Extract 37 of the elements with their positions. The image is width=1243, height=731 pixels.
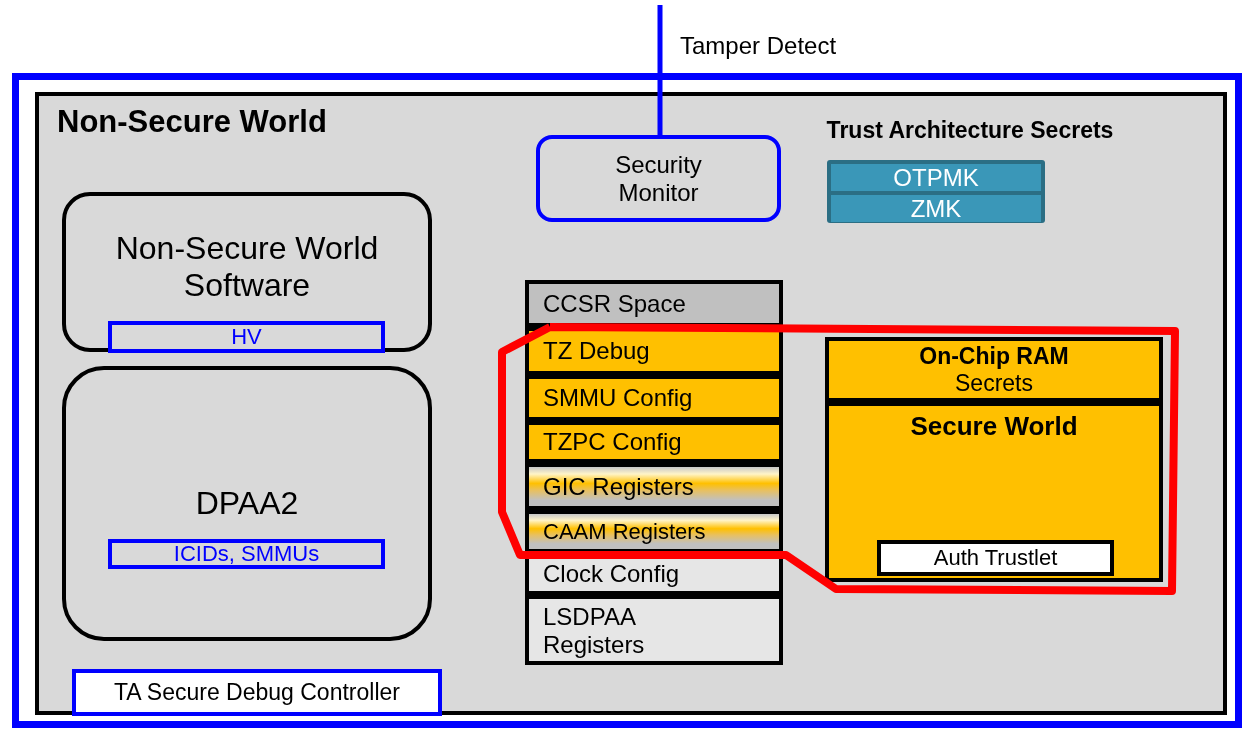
heading: Non-Secure World Software xyxy=(114,230,380,304)
node-label: SMMU Config xyxy=(543,384,694,412)
node-label: LSDPAA Registers xyxy=(543,603,646,659)
signal-line xyxy=(657,5,663,135)
heading: DPAA2 xyxy=(194,485,300,522)
memory-box xyxy=(825,337,1163,402)
register-row xyxy=(525,280,783,327)
node-label: Secrets xyxy=(955,369,1033,396)
node-label: Security Monitor xyxy=(614,150,703,207)
heading: Non-Secure World xyxy=(57,104,328,140)
secure-region xyxy=(825,402,1163,582)
node-label: Clock Config xyxy=(543,560,681,588)
node-label: CAAM Registers xyxy=(543,518,707,545)
register-row xyxy=(525,510,783,553)
heading: On-Chip RAM xyxy=(919,343,1069,370)
key-slot xyxy=(831,195,1041,222)
tag-box xyxy=(108,321,385,353)
tag-box xyxy=(108,539,385,569)
key-slot xyxy=(831,164,1041,191)
hardware-box xyxy=(62,366,432,641)
node-label: OTPMK xyxy=(893,163,979,192)
monitor-box xyxy=(536,135,781,222)
node-label: TZ Debug xyxy=(543,337,651,365)
controller-box xyxy=(72,669,442,716)
node-label: GIC Registers xyxy=(543,472,695,501)
node-label: Auth Trustlet xyxy=(933,545,1058,571)
node-label: HV xyxy=(231,324,262,350)
node-label: TZPC Config xyxy=(543,428,683,456)
register-row xyxy=(525,595,783,665)
heading: Secure World xyxy=(909,412,1079,442)
node-label: ZMK xyxy=(910,194,962,223)
trustlet-box xyxy=(877,540,1114,576)
heading: Trust Architecture Secrets xyxy=(825,117,1115,144)
node-label: TA Secure Debug Controller xyxy=(114,679,400,706)
software-box xyxy=(62,192,432,352)
node-label: ICIDs, SMMUs xyxy=(173,541,320,567)
node-label: CCSR Space xyxy=(543,289,687,318)
